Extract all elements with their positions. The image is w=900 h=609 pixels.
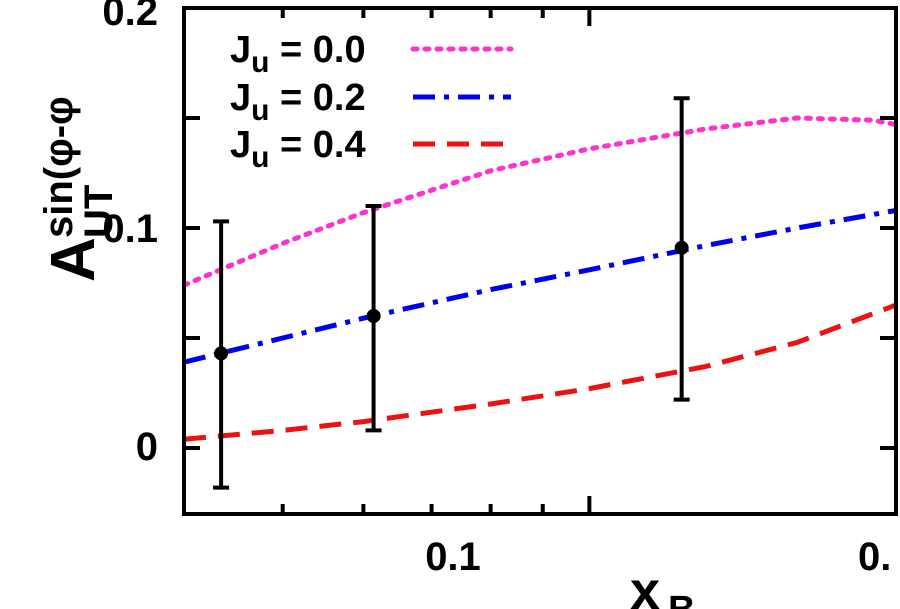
marker-2 <box>674 240 689 255</box>
legend-label-1: Ju = 0.2 <box>230 77 366 127</box>
legend-label-1-sub: u <box>251 94 269 127</box>
legend-label-0-rest: = 0.0 <box>269 29 365 71</box>
legend-label-2: Ju = 0.4 <box>230 124 366 174</box>
legend-entry-0: Ju = 0.0 <box>230 29 514 79</box>
x-tick-label-1: 0. <box>858 535 891 579</box>
axis-ticks <box>182 6 898 514</box>
marker-1 <box>366 309 381 323</box>
y-axis-title-sup: sin(φ-φ <box>37 96 81 238</box>
y-axis-title: A UT sin(φ-φ <box>37 96 121 282</box>
y-tick-label-0: 0 <box>136 425 158 469</box>
legend-label-2-rest: = 0.4 <box>269 124 365 166</box>
x-tick-label-0: 0.1 <box>425 535 481 579</box>
plot-frame <box>182 6 898 516</box>
y-axis-title-main: A <box>39 237 108 282</box>
x-axis-title-sub: B <box>668 589 695 609</box>
data-points <box>213 96 690 490</box>
x-axis-title-main: x <box>630 561 660 609</box>
legend-entry-1: Ju = 0.2 <box>230 77 511 127</box>
legend-label-1-main: J <box>230 77 251 119</box>
legend-label-0-main: J <box>230 29 251 71</box>
data-point-0 <box>213 219 230 490</box>
legend-label-0-sub: u <box>251 46 269 79</box>
legend: Ju = 0.0 Ju = 0.2 Ju = 0.4 <box>230 29 514 174</box>
legend-label-2-main: J <box>230 124 251 166</box>
y-axis-title-sub: UT <box>77 185 121 238</box>
data-point-2 <box>673 96 690 402</box>
y-tick-label-1: 0.1 <box>102 207 158 251</box>
data-point-1 <box>365 204 382 433</box>
y-tick-label-2: 0.2 <box>102 0 158 34</box>
x-axis-title: x B <box>630 561 695 609</box>
legend-entry-2: Ju = 0.4 <box>230 124 511 174</box>
legend-label-0: Ju = 0.0 <box>230 29 366 79</box>
curves <box>184 115 896 442</box>
series-line-2 <box>184 302 896 442</box>
marker-0 <box>214 346 229 361</box>
legend-label-1-rest: = 0.2 <box>269 77 365 119</box>
series-line-1 <box>184 207 896 365</box>
series-line-0 <box>184 115 896 288</box>
legend-label-2-sub: u <box>251 141 269 174</box>
